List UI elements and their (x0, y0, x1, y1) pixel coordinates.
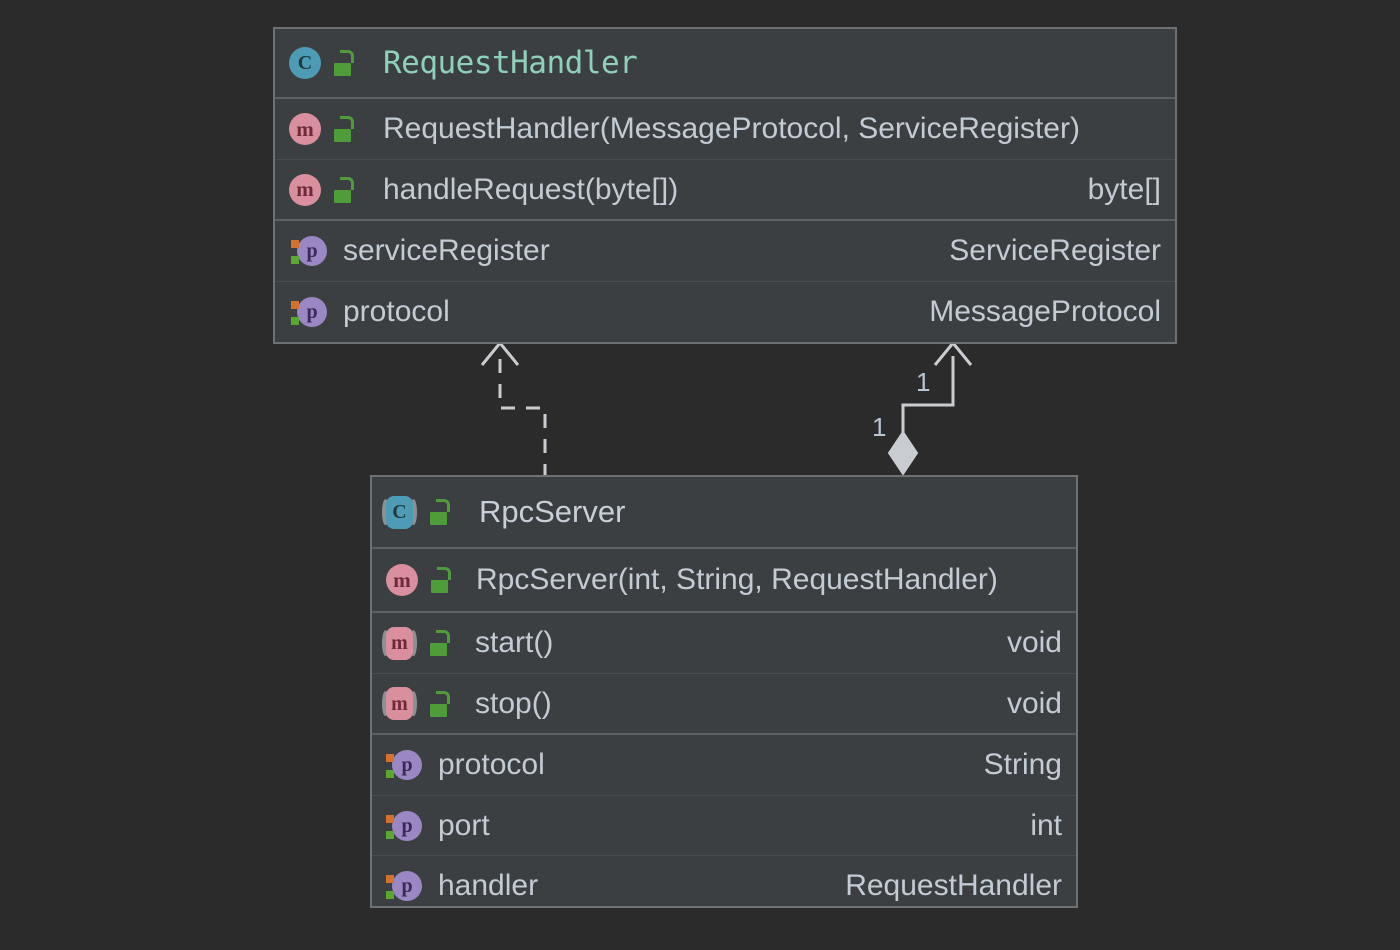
properties-section: p serviceRegister ServiceRegister p prot… (275, 219, 1175, 341)
property-type: String (983, 748, 1062, 781)
public-unlocked-icon (333, 176, 357, 203)
property-name: protocol (438, 748, 545, 781)
relationship-composition[interactable] (887, 340, 973, 476)
method-row[interactable]: m stop() void (372, 673, 1076, 733)
dependency-line (498, 356, 547, 478)
multiplicity-target: 1 (916, 367, 931, 397)
property-icon: p (291, 296, 327, 327)
property-icon: p (386, 870, 422, 901)
class-icon: C (386, 495, 413, 529)
method-row[interactable]: m handleRequest(byte[]) byte[] (275, 159, 1175, 219)
class-title-row[interactable]: C RequestHandler (275, 29, 1175, 97)
property-name: serviceRegister (343, 234, 550, 267)
class-header-section: C RpcServer (372, 477, 1076, 547)
property-marker-orange-icon (291, 300, 299, 309)
public-unlocked-icon (333, 50, 357, 76)
public-unlocked-icon (333, 116, 357, 142)
property-row[interactable]: p protocol MessageProtocol (275, 281, 1175, 341)
method-icon: m (386, 687, 413, 720)
composition-diamond-icon (887, 430, 919, 476)
property-icon: p (386, 750, 422, 780)
property-row[interactable]: p serviceRegister ServiceRegister (275, 221, 1175, 281)
property-marker-green-icon (386, 830, 394, 839)
class-name: RequestHandler (383, 45, 638, 81)
class-header-section: C RequestHandler (275, 29, 1175, 97)
property-type: MessageProtocol (929, 294, 1161, 328)
method-return-type: byte[] (1087, 172, 1161, 206)
method-icon: m (289, 173, 321, 206)
property-marker-orange-icon (386, 814, 394, 823)
property-row[interactable]: p protocol String (372, 735, 1076, 795)
property-type: int (1030, 808, 1062, 842)
property-name: port (438, 808, 490, 842)
property-name: protocol (343, 294, 450, 328)
method-signature: start() (475, 626, 554, 659)
properties-section: p protocol String p port int p (372, 733, 1076, 915)
multiplicity-source: 1 (872, 412, 887, 442)
property-marker-green-icon (386, 770, 394, 778)
method-signature: stop() (475, 686, 552, 720)
property-marker-orange-icon (291, 240, 299, 248)
public-unlocked-icon (430, 567, 454, 593)
class-box-request-handler[interactable]: C RequestHandler m RequestHandler(Mes (273, 27, 1177, 344)
property-marker-green-icon (291, 256, 299, 264)
property-name: handler (438, 868, 539, 902)
method-signature: RequestHandler(MessageProtocol, ServiceR… (383, 112, 1080, 145)
method-icon: m (386, 564, 418, 596)
class-title-row[interactable]: C RpcServer (372, 477, 1076, 547)
public-unlocked-icon (429, 690, 453, 717)
property-marker-orange-icon (386, 754, 394, 762)
method-signature: RpcServer(int, String, RequestHandler) (476, 563, 998, 596)
methods-section: m RequestHandler(MessageProtocol, Servic… (275, 97, 1175, 219)
property-type: RequestHandler (845, 868, 1062, 902)
class-box-rpc-server[interactable]: C RpcServer m RpcServer(int, String, (370, 475, 1078, 908)
property-marker-orange-icon (386, 874, 394, 883)
property-row[interactable]: p handler RequestHandler (372, 855, 1076, 915)
class-icon: C (289, 47, 321, 79)
composition-line (901, 356, 955, 455)
public-unlocked-icon (429, 499, 453, 525)
constructor-section: m RpcServer(int, String, RequestHandler) (372, 547, 1076, 611)
methods-section: m start() void m stop() void (372, 611, 1076, 733)
property-type: ServiceRegister (949, 234, 1161, 267)
method-row[interactable]: m RequestHandler(MessageProtocol, Servic… (275, 99, 1175, 159)
property-icon: p (386, 810, 422, 841)
class-name: RpcServer (479, 494, 626, 529)
relationship-dependency[interactable] (480, 340, 547, 478)
method-return-type: void (1006, 626, 1062, 659)
property-icon: p (291, 236, 327, 266)
method-icon: m (386, 626, 413, 660)
property-row[interactable]: p port int (372, 795, 1076, 855)
method-return-type: void (1006, 686, 1062, 720)
property-marker-green-icon (291, 316, 299, 325)
method-signature: handleRequest(byte[]) (383, 172, 679, 206)
method-icon: m (289, 113, 321, 145)
property-marker-green-icon (386, 890, 394, 899)
method-row[interactable]: m RpcServer(int, String, RequestHandler) (372, 549, 1076, 611)
public-unlocked-icon (429, 630, 453, 656)
method-row[interactable]: m start() void (372, 613, 1076, 673)
